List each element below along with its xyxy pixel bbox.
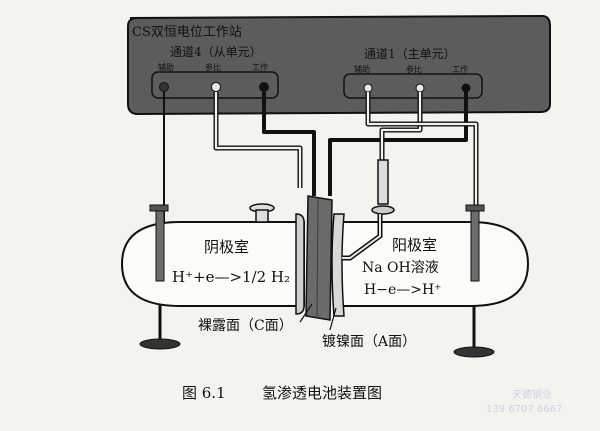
flange-right (331, 213, 345, 317)
watermark-phone: 139 6707 6667 (486, 404, 562, 415)
terminal-right-aux-label: 辅助 (354, 64, 370, 74)
anode-chamber (339, 221, 530, 307)
anode-auxiliary-electrode (465, 204, 485, 282)
terminal-left-work-knob (259, 82, 269, 92)
stand-foot-right (453, 346, 495, 358)
terminal-right-ref-knob (415, 83, 425, 93)
terminal-right-work-knob (461, 83, 471, 93)
channel-right-panel (343, 73, 483, 99)
luggin-capillary (342, 159, 395, 261)
workstation-title: CS双恒电位工作站 (132, 25, 242, 40)
watermark-name: 天德钢业 (512, 388, 552, 401)
workstation-box (127, 14, 551, 116)
figure-caption: 氢渗透电池装置图 (262, 384, 382, 402)
channel-left-label: 通道4（从单元） (170, 45, 262, 59)
cathode-auxiliary-electrode (149, 204, 169, 282)
bare-face-label: 裸露面（C面） (198, 318, 293, 334)
wire-right-work (328, 92, 468, 196)
terminal-right-work-label: 工作 (452, 64, 468, 74)
workstation (127, 14, 551, 116)
anode-chamber-label: 阳极室 (392, 236, 437, 254)
wire-left-work (262, 92, 316, 196)
anode-solution-label: Na OH溶液 (362, 260, 439, 276)
flange-left (295, 213, 305, 315)
terminal-right-ref-label: 参比 (406, 64, 422, 74)
plated-face-leader (329, 307, 337, 331)
cathode-chamber-label: 阴极室 (204, 238, 249, 256)
terminal-left-aux-knob (159, 82, 169, 92)
wires (163, 92, 479, 224)
terminal-left-aux-label: 辅助 (158, 62, 174, 72)
terminal-left-ref-label: 参比 (205, 62, 221, 72)
specimen-membrane (305, 195, 333, 321)
stand-foot-left (139, 338, 181, 350)
plated-face-label: 镀镍面（A面） (322, 333, 416, 350)
cathode-chamber (120, 221, 305, 307)
terminal-right-aux-knob (363, 83, 373, 93)
bare-face-leader (299, 303, 313, 323)
terminal-left-ref-knob (211, 82, 221, 92)
anode-reaction: H−e—>H⁺ (364, 282, 442, 298)
terminal-left-work-label: 工作 (252, 62, 268, 72)
figure-number: 图 6.1 (182, 384, 226, 402)
cathode-reaction: H⁺+e—>1/2 H₂ (172, 268, 290, 286)
channel-right-label: 通道1（主单元） (364, 47, 456, 61)
